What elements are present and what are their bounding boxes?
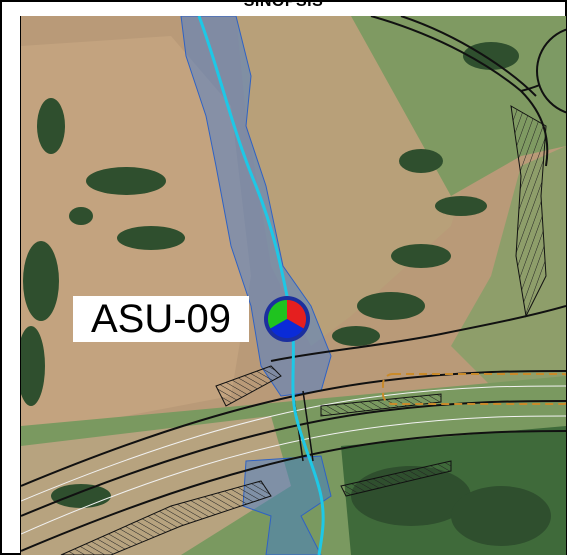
header-band: SINOPSIS xyxy=(2,2,565,16)
map-panel[interactable]: ASU-09 xyxy=(20,16,566,555)
project-outline xyxy=(382,373,566,405)
map-canvas[interactable] xyxy=(21,16,566,555)
sampling-point-label-box: ASU-09 xyxy=(73,296,249,342)
embankment-right xyxy=(510,105,547,318)
sampling-point-label: ASU-09 xyxy=(90,297,232,341)
embankment-road-left xyxy=(215,365,282,407)
embankment-road-center xyxy=(320,393,442,417)
tree-clusters xyxy=(21,42,551,546)
embankment-bottom xyxy=(60,480,272,555)
flood-zone-lower xyxy=(242,455,332,555)
light-field-bottom xyxy=(21,416,291,555)
road-network xyxy=(21,16,566,552)
map-title: SINOPSIS xyxy=(2,2,565,11)
sector-right xyxy=(270,319,304,339)
embankment-lower-right xyxy=(340,460,452,497)
sampling-point-symbol[interactable] xyxy=(264,296,310,342)
road-centerlines xyxy=(21,385,566,535)
sector-top xyxy=(287,299,307,329)
roundabout xyxy=(536,28,566,114)
sector-left xyxy=(267,299,287,329)
